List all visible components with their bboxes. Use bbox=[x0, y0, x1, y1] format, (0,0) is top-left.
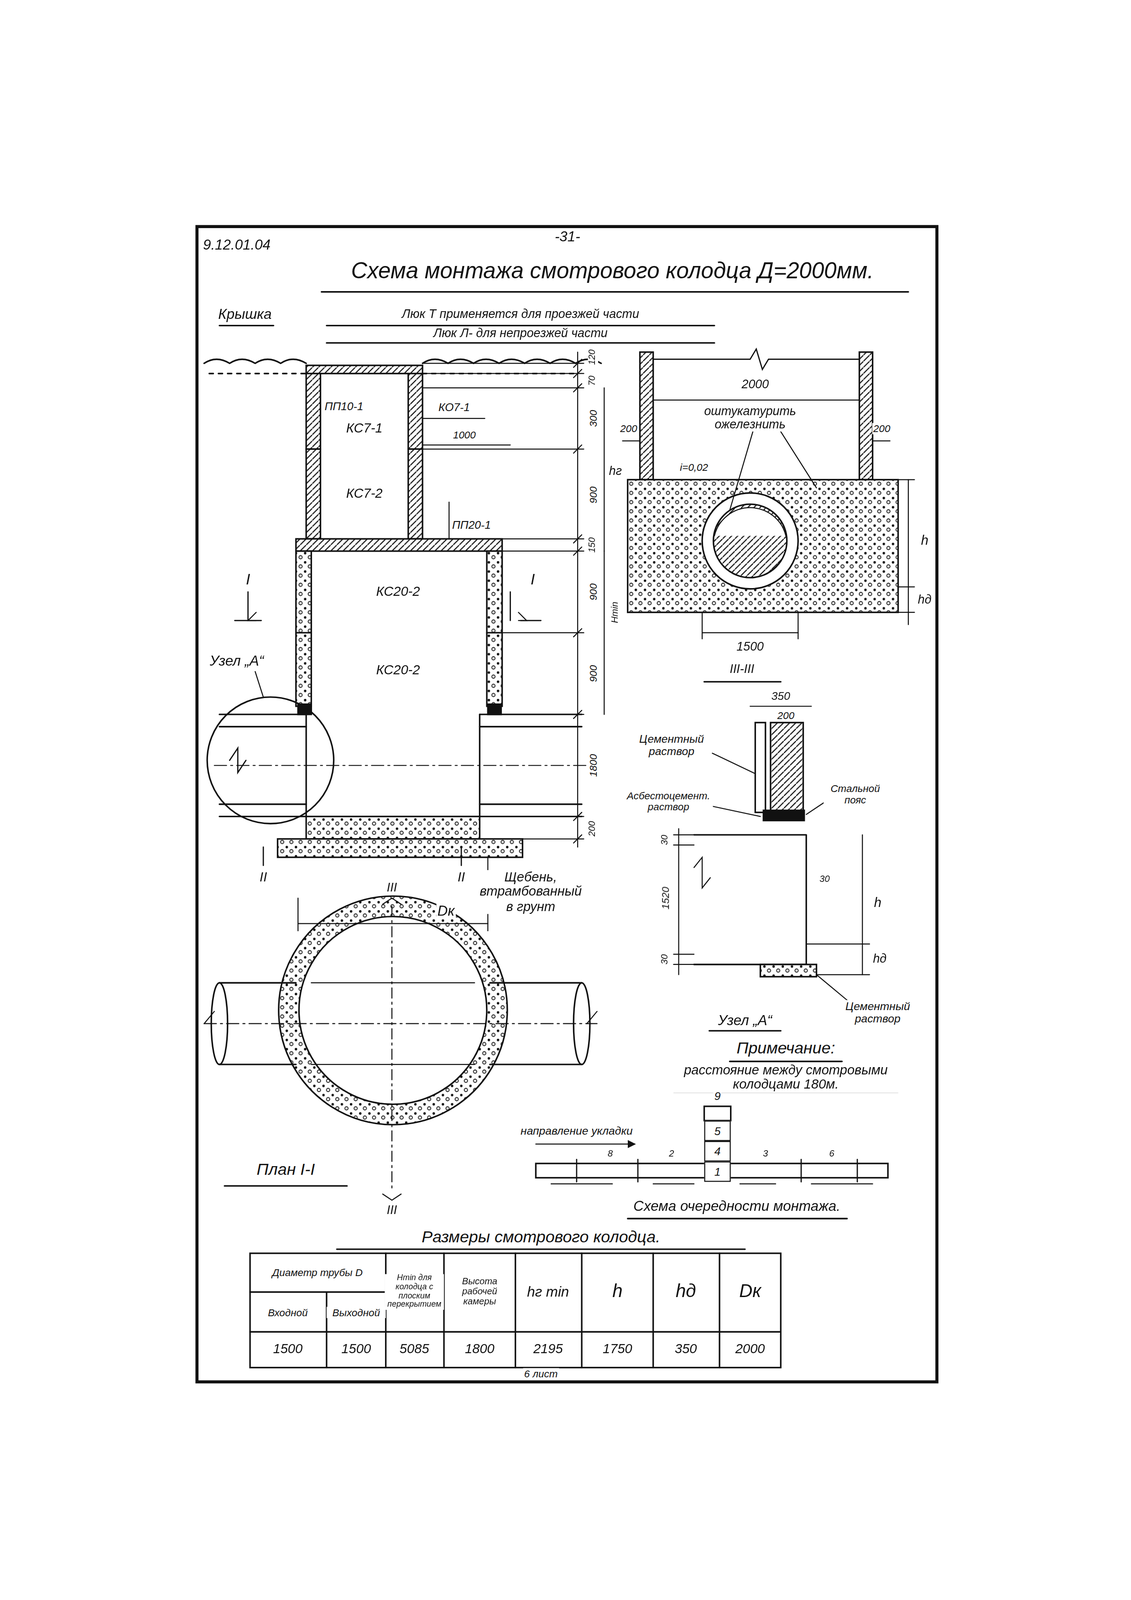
table-cell: Входной bbox=[259, 1306, 317, 1319]
note-text: Люк Л- для непроезжей части bbox=[432, 327, 609, 341]
dimension-text: hд bbox=[917, 593, 933, 608]
table-cell: Диаметр трубы D bbox=[255, 1266, 380, 1279]
table-cell: 1500 bbox=[340, 1341, 372, 1357]
part-name: КС20-2 bbox=[375, 663, 422, 678]
dimension-text: 30 bbox=[660, 953, 671, 966]
dimension-text: hг bbox=[608, 464, 624, 479]
dimension-text: 200 bbox=[776, 709, 796, 722]
dimension-text: 70 bbox=[588, 374, 599, 387]
table-cell: 2000 bbox=[734, 1341, 767, 1357]
part-name: Крышка bbox=[217, 306, 273, 323]
section-mark: II bbox=[456, 870, 467, 886]
dimension-text: 30 bbox=[818, 874, 831, 885]
part-name: КС7-2 bbox=[344, 486, 384, 502]
note-text: Люк Т применяется для проезжей части bbox=[401, 307, 641, 322]
material-note: Цементный раствор bbox=[632, 732, 711, 758]
part-name: КС20-2 bbox=[375, 584, 422, 600]
dimension-text: 200 bbox=[588, 819, 599, 838]
dimension-text: Hmin bbox=[610, 600, 621, 624]
part-name: Стальной пояс bbox=[823, 782, 887, 806]
dimension-text: h bbox=[872, 896, 883, 911]
table-cell: 2195 bbox=[532, 1341, 564, 1357]
detail-label: Узел „А“ bbox=[208, 653, 266, 669]
table-cell: 5085 bbox=[398, 1341, 431, 1357]
sheet-count: 6 лист bbox=[523, 1368, 559, 1380]
part-name: ПП20-1 bbox=[451, 518, 492, 531]
table-cell: h bbox=[611, 1282, 624, 1303]
note-text: оштукатурить ожелезнить bbox=[693, 405, 808, 433]
dimension-text: 900 bbox=[587, 485, 599, 505]
dimension-text: 30 bbox=[660, 833, 671, 847]
dimension-text: 350 bbox=[770, 689, 792, 703]
dimension-text: 1000 bbox=[452, 429, 477, 441]
callout-number: 5 bbox=[714, 1124, 721, 1137]
table-cell: Выходной bbox=[326, 1306, 386, 1319]
table-cell: Hmin для колодца с плоским перекрытием bbox=[384, 1274, 444, 1311]
sequence-box: 1 bbox=[704, 1161, 731, 1183]
table-title: Размеры смотрового колодца. bbox=[420, 1228, 662, 1246]
section-mark: II bbox=[258, 870, 269, 886]
callout-number: 3 bbox=[761, 1149, 770, 1160]
material-note: Асбестоцемент. раствор bbox=[624, 789, 714, 813]
callout-number: 6 bbox=[828, 1149, 836, 1160]
dimension-text: 120 bbox=[588, 348, 599, 366]
table-cell: Dк bbox=[738, 1282, 763, 1303]
callout-number: 8 bbox=[606, 1149, 615, 1160]
table-cell: hг min bbox=[518, 1284, 578, 1300]
callout-number: 2 bbox=[667, 1149, 676, 1160]
sequence-box: 5 bbox=[704, 1120, 731, 1142]
note-heading: Примечание: bbox=[735, 1039, 837, 1058]
dimension-text: 900 bbox=[587, 582, 599, 602]
sequence-box: 4 bbox=[704, 1141, 731, 1162]
dimension-text: 300 bbox=[587, 408, 599, 428]
callout-number: 9 bbox=[713, 1089, 722, 1103]
sheet-code: 9.12.01.04 bbox=[202, 237, 272, 253]
callout-number: 1 bbox=[714, 1165, 721, 1178]
view-title: План I-I bbox=[255, 1160, 316, 1179]
material-note: Щебень, втрамбованный в грунт bbox=[478, 870, 583, 914]
dimension-text: hд bbox=[871, 952, 888, 967]
part-name: ПП10-1 bbox=[323, 400, 365, 413]
table-cell: 350 bbox=[673, 1341, 699, 1357]
dimension-text: 150 bbox=[588, 536, 599, 554]
slope-text: i=0,02 bbox=[678, 461, 709, 474]
drawing-title: Схема монтажа смотрового колодца Д=2000м… bbox=[349, 259, 875, 284]
dimension-text: 1520 bbox=[659, 885, 672, 911]
page-number: -31- bbox=[553, 229, 582, 245]
section-mark: III bbox=[385, 880, 399, 895]
table-cell: Высота рабочей камеры bbox=[446, 1276, 514, 1308]
note-text: расстояние между смотровыми колодцами 18… bbox=[667, 1063, 905, 1093]
table-cell: 1500 bbox=[271, 1341, 304, 1357]
callout-number: 4 bbox=[714, 1145, 721, 1158]
section-mark: I bbox=[244, 571, 252, 589]
section-mark: I bbox=[529, 571, 537, 589]
table-cell: hд bbox=[674, 1282, 698, 1303]
part-name: КС7-1 bbox=[344, 421, 384, 437]
dimension-text: 2000 bbox=[740, 378, 770, 392]
table-cell: 1750 bbox=[601, 1341, 634, 1357]
dimension-text: Dк bbox=[436, 903, 456, 919]
dimension-text: 200 bbox=[619, 422, 639, 435]
dimension-text: 1800 bbox=[587, 753, 599, 778]
material-note: Цементный раствор bbox=[840, 1000, 915, 1025]
part-name: КО7-1 bbox=[437, 401, 471, 414]
table-cell: 1800 bbox=[463, 1341, 496, 1357]
view-title: III-III bbox=[728, 662, 756, 677]
dimension-text: 900 bbox=[587, 664, 599, 684]
detail-label: Узел „А“ bbox=[717, 1012, 774, 1029]
section-mark: III bbox=[385, 1203, 399, 1218]
dimension-text: h bbox=[919, 533, 930, 549]
dimension-text: 200 bbox=[872, 422, 892, 435]
view-title: Схема очередности монтажа. bbox=[632, 1198, 842, 1215]
direction-note: направление укладки bbox=[519, 1124, 634, 1137]
dimension-text: 1500 bbox=[735, 640, 765, 655]
